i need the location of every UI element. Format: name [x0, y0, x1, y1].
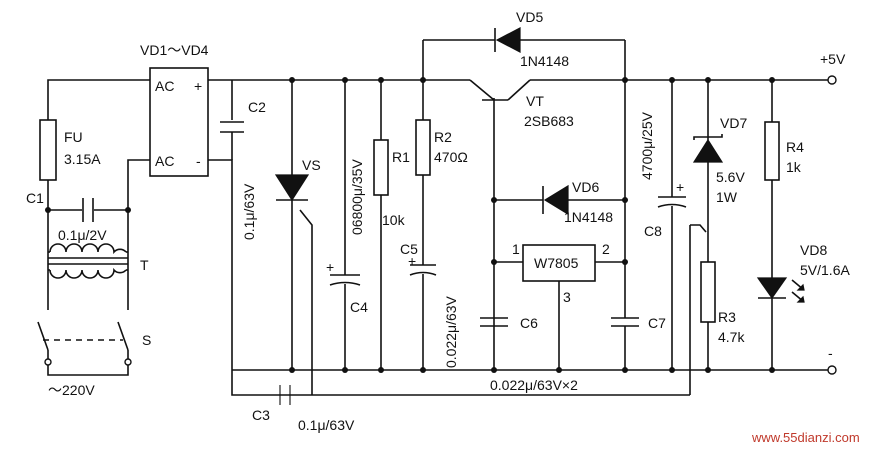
output-minus-label: - [828, 345, 833, 361]
vd5-value: 1N4148 [520, 53, 569, 69]
vd8-value: 5V/1.6A [800, 262, 850, 278]
c3-value: 0.1μ/63V [298, 417, 355, 433]
r4-label: R4 [786, 139, 804, 155]
vs-label: VS [302, 157, 321, 173]
led-vd8 [756, 277, 805, 373]
c6-label: C6 [520, 315, 538, 331]
r1-value: 10k [382, 212, 406, 228]
vd5-label: VD5 [516, 9, 543, 25]
watermark: www.55dianzi.com [751, 430, 860, 445]
output-terminal-negative [827, 365, 837, 375]
r2-label: R2 [434, 129, 452, 145]
switch-s [37, 295, 129, 362]
zener-vd7 [692, 77, 724, 262]
capacitor-c5 [409, 264, 437, 373]
resistor-r3 [689, 224, 716, 395]
r2-value: 470Ω [434, 149, 468, 165]
capacitor-c4 [329, 77, 361, 373]
c7-label: C7 [648, 315, 666, 331]
vd7-label: VD7 [720, 115, 747, 131]
vd7-value-power: 1W [716, 189, 738, 205]
c8-plus: + [676, 179, 684, 195]
reg-label: W7805 [534, 255, 579, 271]
c1-label: C1 [26, 190, 44, 206]
input-section [37, 79, 150, 376]
rails [208, 79, 830, 396]
vd6-value: 1N4148 [564, 209, 613, 225]
regulator-w7805 [494, 244, 625, 373]
c5-label: C5 [400, 241, 418, 257]
bridge-ac-bottom-label: AC [155, 153, 174, 169]
c4-plus: + [326, 259, 334, 275]
capacitor-c6 [480, 317, 508, 327]
vt-label: VT [526, 93, 544, 109]
bridge-plus-label: + [194, 78, 202, 94]
c5-value: 0.022μ/63V [443, 295, 459, 368]
capacitor-c7 [611, 77, 639, 373]
c3-label: C3 [252, 407, 270, 423]
transformer-t [48, 243, 128, 279]
c4-value: 06800μ/35V [349, 159, 365, 235]
reg-pin2: 2 [602, 241, 610, 257]
vd7-value-voltage: 5.6V [716, 169, 745, 185]
resistor-r4 [764, 77, 780, 278]
vd8-label: VD8 [800, 242, 827, 258]
thyristor-vs [274, 77, 313, 395]
c67-value: 0.022μ/63V×2 [490, 377, 578, 393]
r4-value: 1k [786, 159, 802, 175]
c2-label: C2 [248, 99, 266, 115]
diode-vd5 [423, 27, 626, 80]
r3-value: 4.7k [718, 329, 745, 345]
bridge-minus-label: - [196, 153, 201, 169]
c8-label: C8 [644, 223, 662, 239]
c4-label: C4 [350, 299, 368, 315]
fuse-fu [39, 119, 57, 181]
c5-plus: + [408, 253, 416, 269]
c1-value: 0.1μ/2V [58, 227, 107, 243]
c8-value: 4700μ/25V [639, 111, 655, 180]
r1-label: R1 [392, 149, 410, 165]
resistor-r1 [373, 77, 389, 373]
output-plus-label: +5V [820, 51, 846, 67]
capacitor-c3 [279, 385, 291, 405]
vd6-label: VD6 [572, 179, 599, 195]
vt-value: 2SB683 [524, 113, 574, 129]
r3-label: R3 [718, 309, 736, 325]
resistor-r2 [415, 40, 431, 265]
t-label: T [140, 257, 149, 273]
fu-label: FU [64, 129, 83, 145]
labels: VD1～VD4 AC AC + - FU 3.15A C1 0.1μ/2V T … [26, 9, 860, 445]
capacitor-c8 [657, 77, 687, 373]
mains-label: ～220V [48, 382, 95, 398]
output-terminal-positive [827, 75, 837, 85]
bridge-ac-top-label: AC [155, 78, 174, 94]
bridge-label: VD1～VD4 [140, 42, 209, 58]
fu-value: 3.15A [64, 151, 101, 167]
c2-value: 0.1μ/63V [241, 183, 257, 240]
reg-pin3: 3 [563, 289, 571, 305]
capacitor-c2 [220, 121, 244, 160]
bridge-rectifier [149, 67, 209, 177]
s-label: S [142, 332, 151, 348]
reg-pin1: 1 [512, 241, 520, 257]
transistor-vt [423, 79, 625, 373]
